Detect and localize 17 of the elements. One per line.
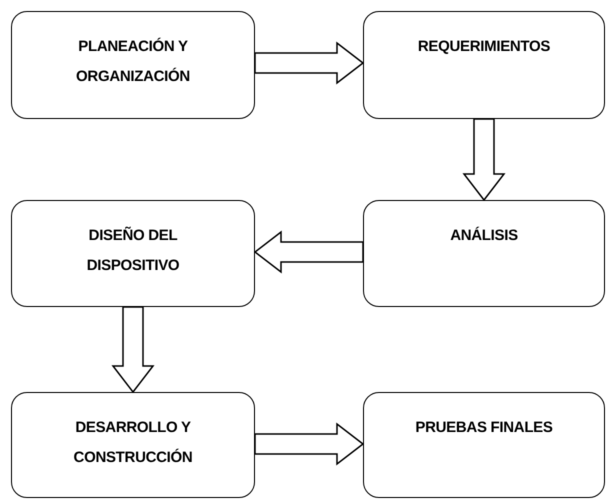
step-label: PRUEBAS FINALES bbox=[415, 418, 553, 438]
step-label: PLANEACIÓN Y ORGANIZACIÓN bbox=[75, 36, 191, 87]
step-label: REQUERIMIENTOS bbox=[418, 37, 550, 57]
process-box bbox=[363, 200, 605, 307]
step-label: DISEÑO DEL DISPOSITIVO bbox=[86, 226, 180, 276]
block-arrow bbox=[462, 118, 506, 202]
process-box bbox=[363, 392, 605, 498]
block-arrow bbox=[254, 422, 364, 466]
block-arrow bbox=[254, 41, 364, 85]
block-arrow bbox=[254, 230, 364, 274]
block-arrow bbox=[111, 306, 155, 394]
step-label: DESARROLLO Y CONSTRUCCIÓN bbox=[72, 418, 194, 468]
process-box bbox=[11, 200, 255, 307]
process-box bbox=[363, 11, 605, 119]
process-box bbox=[11, 392, 255, 498]
process-box bbox=[11, 11, 255, 119]
step-label: ANÁLISIS bbox=[450, 226, 518, 246]
